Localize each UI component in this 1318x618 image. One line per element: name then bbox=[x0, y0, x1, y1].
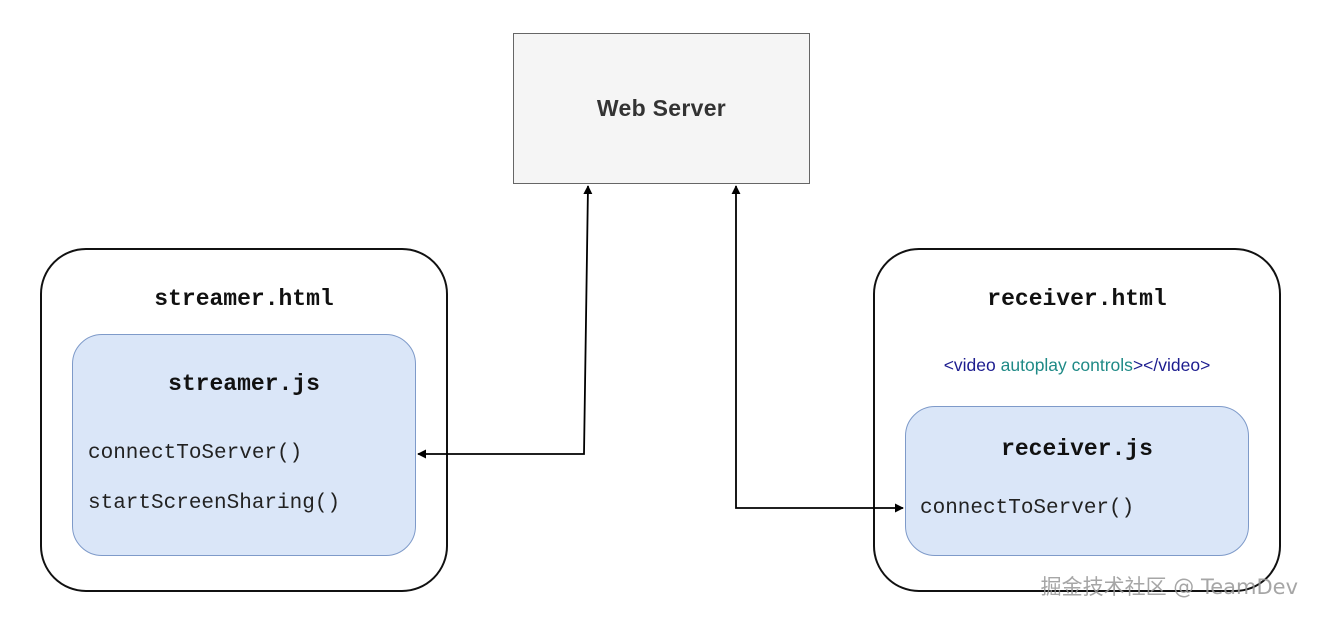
receiver-server-connector bbox=[731, 185, 904, 513]
streamer-server-connector bbox=[417, 185, 593, 459]
video-tag-attrs: autoplay controls bbox=[995, 355, 1133, 375]
receiver-fn-connect: connectToServer() bbox=[920, 497, 1135, 520]
streamer-fn-start-sharing: startScreenSharing() bbox=[88, 492, 341, 515]
watermark-text: 掘金技术社区 @ TeamDev bbox=[1040, 575, 1298, 599]
video-element-markup: <video autoplay controls></video> bbox=[873, 355, 1281, 376]
receiver-page-title: receiver.html bbox=[987, 286, 1167, 312]
web-server-box: Web Server bbox=[513, 33, 810, 184]
streamer-js-title: streamer.js bbox=[168, 371, 320, 397]
streamer-page-title: streamer.html bbox=[154, 286, 334, 312]
video-tag-close: ></video> bbox=[1132, 355, 1211, 375]
web-server-label: Web Server bbox=[596, 95, 727, 121]
streamer-js-box bbox=[72, 334, 416, 556]
receiver-js-title: receiver.js bbox=[1001, 436, 1153, 462]
receiver-js-box bbox=[905, 406, 1249, 556]
video-tag-open: <video bbox=[943, 355, 996, 375]
streamer-fn-connect: connectToServer() bbox=[88, 442, 303, 465]
